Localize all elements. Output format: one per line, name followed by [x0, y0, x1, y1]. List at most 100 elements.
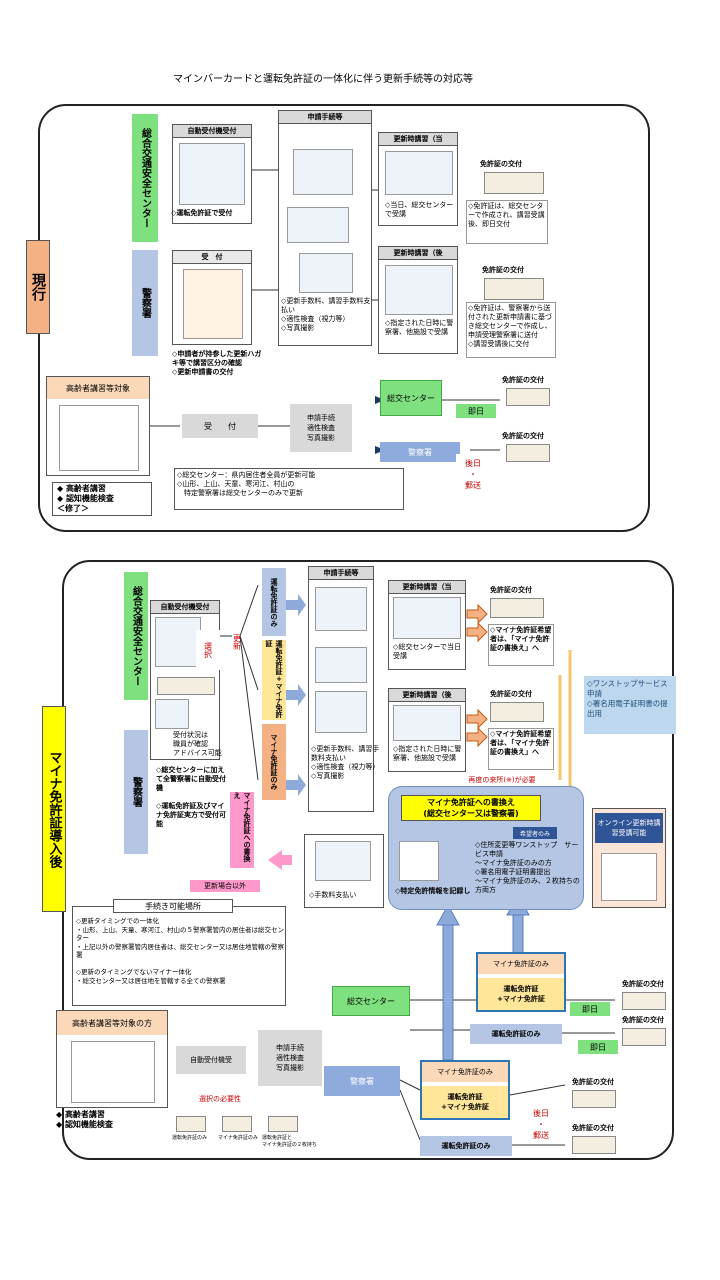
after-dl-only-b: 運転免許証のみ — [420, 1136, 512, 1156]
current-lecture-same-note: ◇当日、総交センターで受講 — [385, 201, 454, 218]
after-elderly-center: 総交センター — [332, 986, 410, 1016]
kiosk-icon — [179, 143, 245, 205]
after-procedures-header: 申請手続等 — [309, 567, 373, 580]
after-issue2-title: 免許証の交付 — [490, 690, 532, 698]
after-lecture-later-box: 更新時講習（後 ◇指定された日時に警察署、他施設で受講 — [388, 688, 466, 772]
current-lecture-same-box: 更新時講習（当 ◇当日、総交センターで受講 — [378, 132, 458, 226]
choice-item-1: 運転免許証のみ — [172, 1135, 208, 1141]
after-fee-note: ◇手数料支払い — [309, 891, 357, 899]
lecture-icon — [393, 705, 461, 741]
reception-counter-icon — [183, 269, 243, 339]
after-side-label: マイナ免許証導入後 — [42, 706, 66, 912]
license-card-icon — [622, 992, 666, 1010]
current-issue4-title: 免許証の交付 — [502, 432, 544, 440]
after-revisit-note: 再度の来所(※)が必要 — [452, 774, 552, 786]
lecture-icon — [385, 265, 453, 315]
after-rewrite-label: マイナ免許証への書換え — [230, 792, 254, 868]
after-center-note: ◇総交センターに加えて全警察署に自動受付機 — [156, 766, 226, 792]
current-issue2-title: 免許証の交付 — [482, 266, 524, 274]
current-issue1-title: 免許証の交付 — [480, 160, 522, 168]
after-center-options: マイナ免許証のみ 運転免許証 +マイナ免許証 — [476, 952, 566, 1012]
current-issue3-title: 免許証の交付 — [502, 376, 544, 384]
current-elderly-police: 警察署 — [380, 442, 460, 462]
after-both-b: 運転免許証 +マイナ免許証 — [422, 1086, 508, 1118]
mynumber-card-icon — [222, 1116, 252, 1132]
after-police-options: マイナ免許証のみ 運転免許証 +マイナ免許証 — [420, 1060, 510, 1120]
current-later-mail-badge: 後日 ・ 郵送 — [456, 454, 490, 494]
after-opt3: マイナ免許証のみ — [262, 724, 286, 800]
after-rewrite-box-title: マイナ免許証への書換え (総交センター又は警察署) — [401, 795, 541, 821]
after-both-a: 運転免許証 +マイナ免許証 — [478, 978, 564, 1010]
after-later-mail: 後日 ・ 郵送 — [526, 1104, 556, 1144]
after-same-day-a: 即日 — [570, 1002, 610, 1016]
current-issue1-note: ◇免許証は、総交センターで作成され、講習受講後、即日交付 — [466, 200, 548, 244]
lecture-icon — [393, 597, 461, 639]
after-choice-need: 選択の必要性 — [182, 1092, 258, 1106]
after-procedures-box: 申請手続等 ◇更新手数料、講習手数料支払い ◇適性検査（視力等） ◇写真撮影 — [308, 566, 379, 812]
current-note: ◇総交センター：県内居住者全員が更新可能 ◇山形、上山、天童、寒河江、村山の 特… — [174, 468, 404, 510]
after-issue2-note: ◇マイナ免許証希望者は、「マイナ免許証の書換え」へ — [488, 728, 554, 770]
eye-test-icon — [287, 207, 349, 243]
after-special-note: ◇特定免許情報を記録し — [395, 887, 471, 895]
license-card-icon — [490, 598, 544, 618]
after-mn-only-b: マイナ免許証のみ — [422, 1062, 508, 1082]
after-opt2: 運転免許証+マイナ免許証 — [262, 640, 286, 720]
after-fee-box: ◇手数料支払い — [304, 834, 384, 908]
after-elderly-label: 高齢者講習等対象の方 — [57, 1011, 167, 1035]
after-same-day-b: 即日 — [578, 1040, 618, 1054]
after-issue6-title: 免許証の交付 — [572, 1124, 614, 1132]
after-center-label: 総合交通安全センター — [124, 572, 148, 700]
choice-item-2: マイナ免許証のみ — [218, 1135, 258, 1141]
after-auto-reception-header: 自動受付機受付 — [151, 601, 219, 614]
after-mn-only-a: マイナ免許証のみ — [478, 954, 564, 974]
current-lecture-later-box: 更新時講習（後 ◇指定された日時に警察署、他施設で受講 — [378, 246, 458, 354]
current-auto-reception-box: 自動受付機受付 ◇運転免許証で受付 — [171, 124, 252, 224]
license-card-icon — [506, 444, 550, 462]
after-online-box: オンライン更新時講習受講可能 — [592, 808, 666, 908]
after-dl-only-a: 運転免許証のみ — [470, 1024, 562, 1044]
after-elderly-box: 高齢者講習等対象の方 — [56, 1010, 168, 1108]
after-places-box: 手続き可能場所 ◇更新タイミングでの一体化 ・山形、上山、天童、寒河江、村山の５… — [72, 899, 286, 1006]
after-lecture-same-header: 更新時講習（当 — [389, 581, 465, 594]
current-auto-note: ◇運転免許証で受付 — [171, 209, 233, 217]
after-lecture-later-note: ◇指定された日時に警察署、他施設で受講 — [393, 745, 462, 762]
after-renew-label: 更新 — [232, 634, 242, 650]
elderly-couple-icon — [71, 1041, 155, 1103]
fee-payment-icon — [293, 149, 353, 195]
license-card-icon — [490, 702, 544, 722]
after-lecture-same-box: 更新時講習（当 ◇総交センターで当日受講 — [388, 580, 466, 670]
counter-staff-icon — [399, 841, 439, 881]
license-card-icon — [484, 172, 544, 194]
kiosk-icon — [155, 617, 201, 667]
eye-test-icon — [315, 647, 367, 683]
license-card-icon — [572, 1136, 616, 1154]
current-reception-box: 受 付 — [172, 250, 252, 345]
computer-user-icon — [601, 853, 657, 901]
after-police-label: 警察署 — [124, 730, 148, 854]
license-card-icon — [572, 1090, 616, 1108]
current-elderly-label: 高齢者講習等対象 — [47, 377, 149, 399]
after-lecture-same-note: ◇総交センターで当日受講 — [393, 643, 461, 660]
after-auto-reception-box: 自動受付機受付 受付状況は 職員が確認 アドバイス可能 — [150, 600, 222, 760]
after-select-badge: 選択 — [196, 630, 220, 670]
after-elderly-bullets: ◆ 高齢者講習 ◆ 認知機能検査 — [56, 1110, 113, 1129]
fee-payment-icon — [315, 841, 371, 881]
staff-desk-icon — [155, 699, 189, 729]
after-police-note: ◇運転免許証及びマイナ免許証実方で受付可能 — [156, 802, 226, 828]
lecture-icon — [385, 151, 453, 195]
current-elderly-bullets: ◆ 高齢者講習 ◆ 認知機能検査 ＜修了＞ — [52, 482, 152, 516]
after-places-text: ◇更新タイミングでの一体化 ・山形、上山、天童、寒河江、村山の５警察署管内の居住… — [76, 917, 284, 985]
after-elderly-reception: 自動受付機受 — [176, 1046, 246, 1074]
license-card-icon — [506, 388, 550, 406]
current-lecture-later-note: ◇指定された日時に警察署、他施設で受講 — [385, 319, 454, 336]
current-auto-reception-header: 自動受付機受付 — [173, 125, 251, 138]
after-issue3-title: 免許証の交付 — [622, 980, 664, 988]
after-hope-only: 希望者のみ — [513, 827, 557, 839]
after-rewrite-area: マイナ免許証への書換え (総交センター又は警察署) 希望者のみ ◇住所変更等ワン… — [388, 786, 584, 910]
after-issue1-note: ◇マイナ免許証希望者は、「マイナ免許証の書換え」へ — [488, 624, 554, 666]
after-places-title: 手続き可能場所 — [113, 899, 233, 913]
two-cards-icon — [268, 1116, 298, 1132]
after-choice-items: 運転免許証のみ マイナ免許証のみ 運転免許証と マイナ免許証の２枚持ち — [172, 1116, 317, 1150]
current-elderly-center: 総交センター — [380, 380, 442, 416]
